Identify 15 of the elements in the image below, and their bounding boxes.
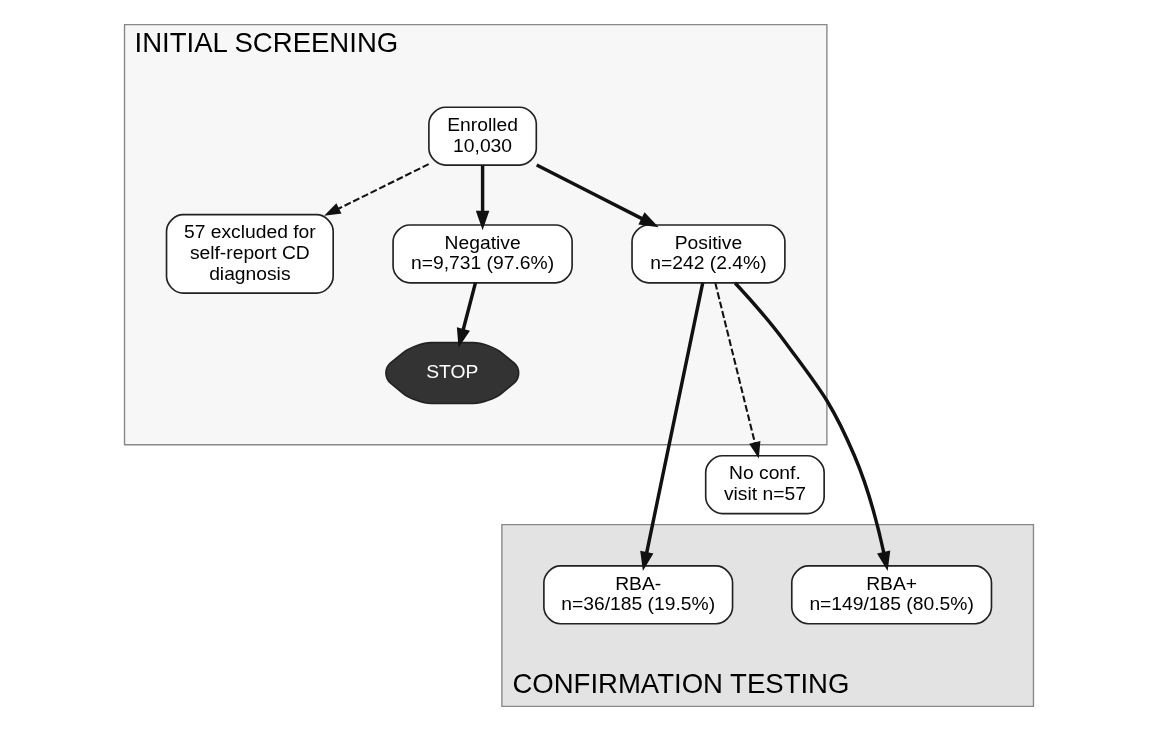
node-box: Enrolled 10,030 xyxy=(427,106,537,166)
arrow xyxy=(456,282,477,348)
node-box: RBA- n=36/185 (19.5%) xyxy=(542,565,733,625)
arrow xyxy=(535,163,659,228)
node-ellipse: STOP xyxy=(384,341,519,405)
node-box: 57 excluded for self-report CD diagnosis xyxy=(165,213,334,294)
arrow xyxy=(713,282,760,459)
node-box: RBA+ n=149/185 (80.5%) xyxy=(790,565,992,625)
node-box: Positive n=242 (2.4%) xyxy=(630,224,786,284)
node-box: No conf. visit n=57 xyxy=(704,454,825,515)
arrow xyxy=(639,282,704,571)
arrow xyxy=(475,165,489,231)
arrow xyxy=(323,163,429,216)
arrow xyxy=(733,281,890,571)
node-box: Negative n=9,731 (97.6%) xyxy=(391,224,573,284)
